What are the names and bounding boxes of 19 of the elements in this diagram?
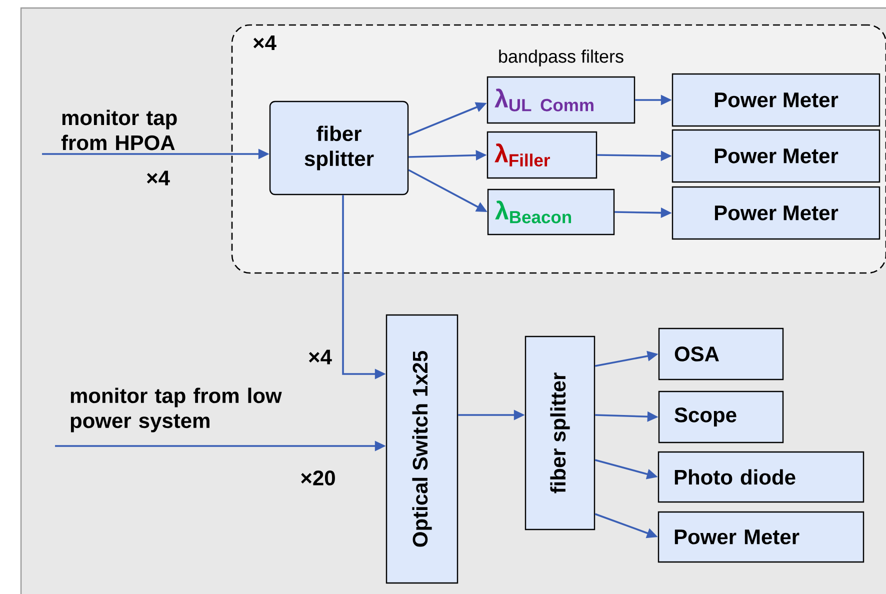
instrument-box: Power Meter [658, 511, 864, 563]
meter-box: Power Meter [672, 129, 880, 183]
switch-box: Optical Switch 1x25 [386, 314, 458, 584]
instrument-box: Photo diode [658, 451, 864, 503]
multiplicity-label: ×4 [146, 170, 170, 186]
edge-label: monitor tap from low power system [70, 388, 282, 432]
splitter-box: fiber splitter [269, 100, 409, 196]
splitter-box: fiber splitter [524, 336, 596, 530]
multiplicity-label: ×20 [301, 470, 335, 486]
group-label: bandpass filters [499, 50, 624, 66]
filter-box: $\textbf{λ}_{\textbf{UL Comm}}$ [486, 76, 636, 124]
meter-box: Power Meter [672, 73, 880, 127]
instrument-box: OSA [658, 328, 784, 380]
multiplicity-label: ×4 [308, 350, 332, 364]
filter-box: $\textbf{λ}_{\textbf{Beacon}}$ [487, 188, 615, 236]
instrument-box: Scope [658, 390, 784, 444]
filter-box: $\textbf{λ}_{\textbf{Filler}}$ [486, 131, 598, 179]
edge-label: monitor tap from HPOA [61, 110, 177, 150]
meter-box: Power Meter [672, 186, 880, 240]
